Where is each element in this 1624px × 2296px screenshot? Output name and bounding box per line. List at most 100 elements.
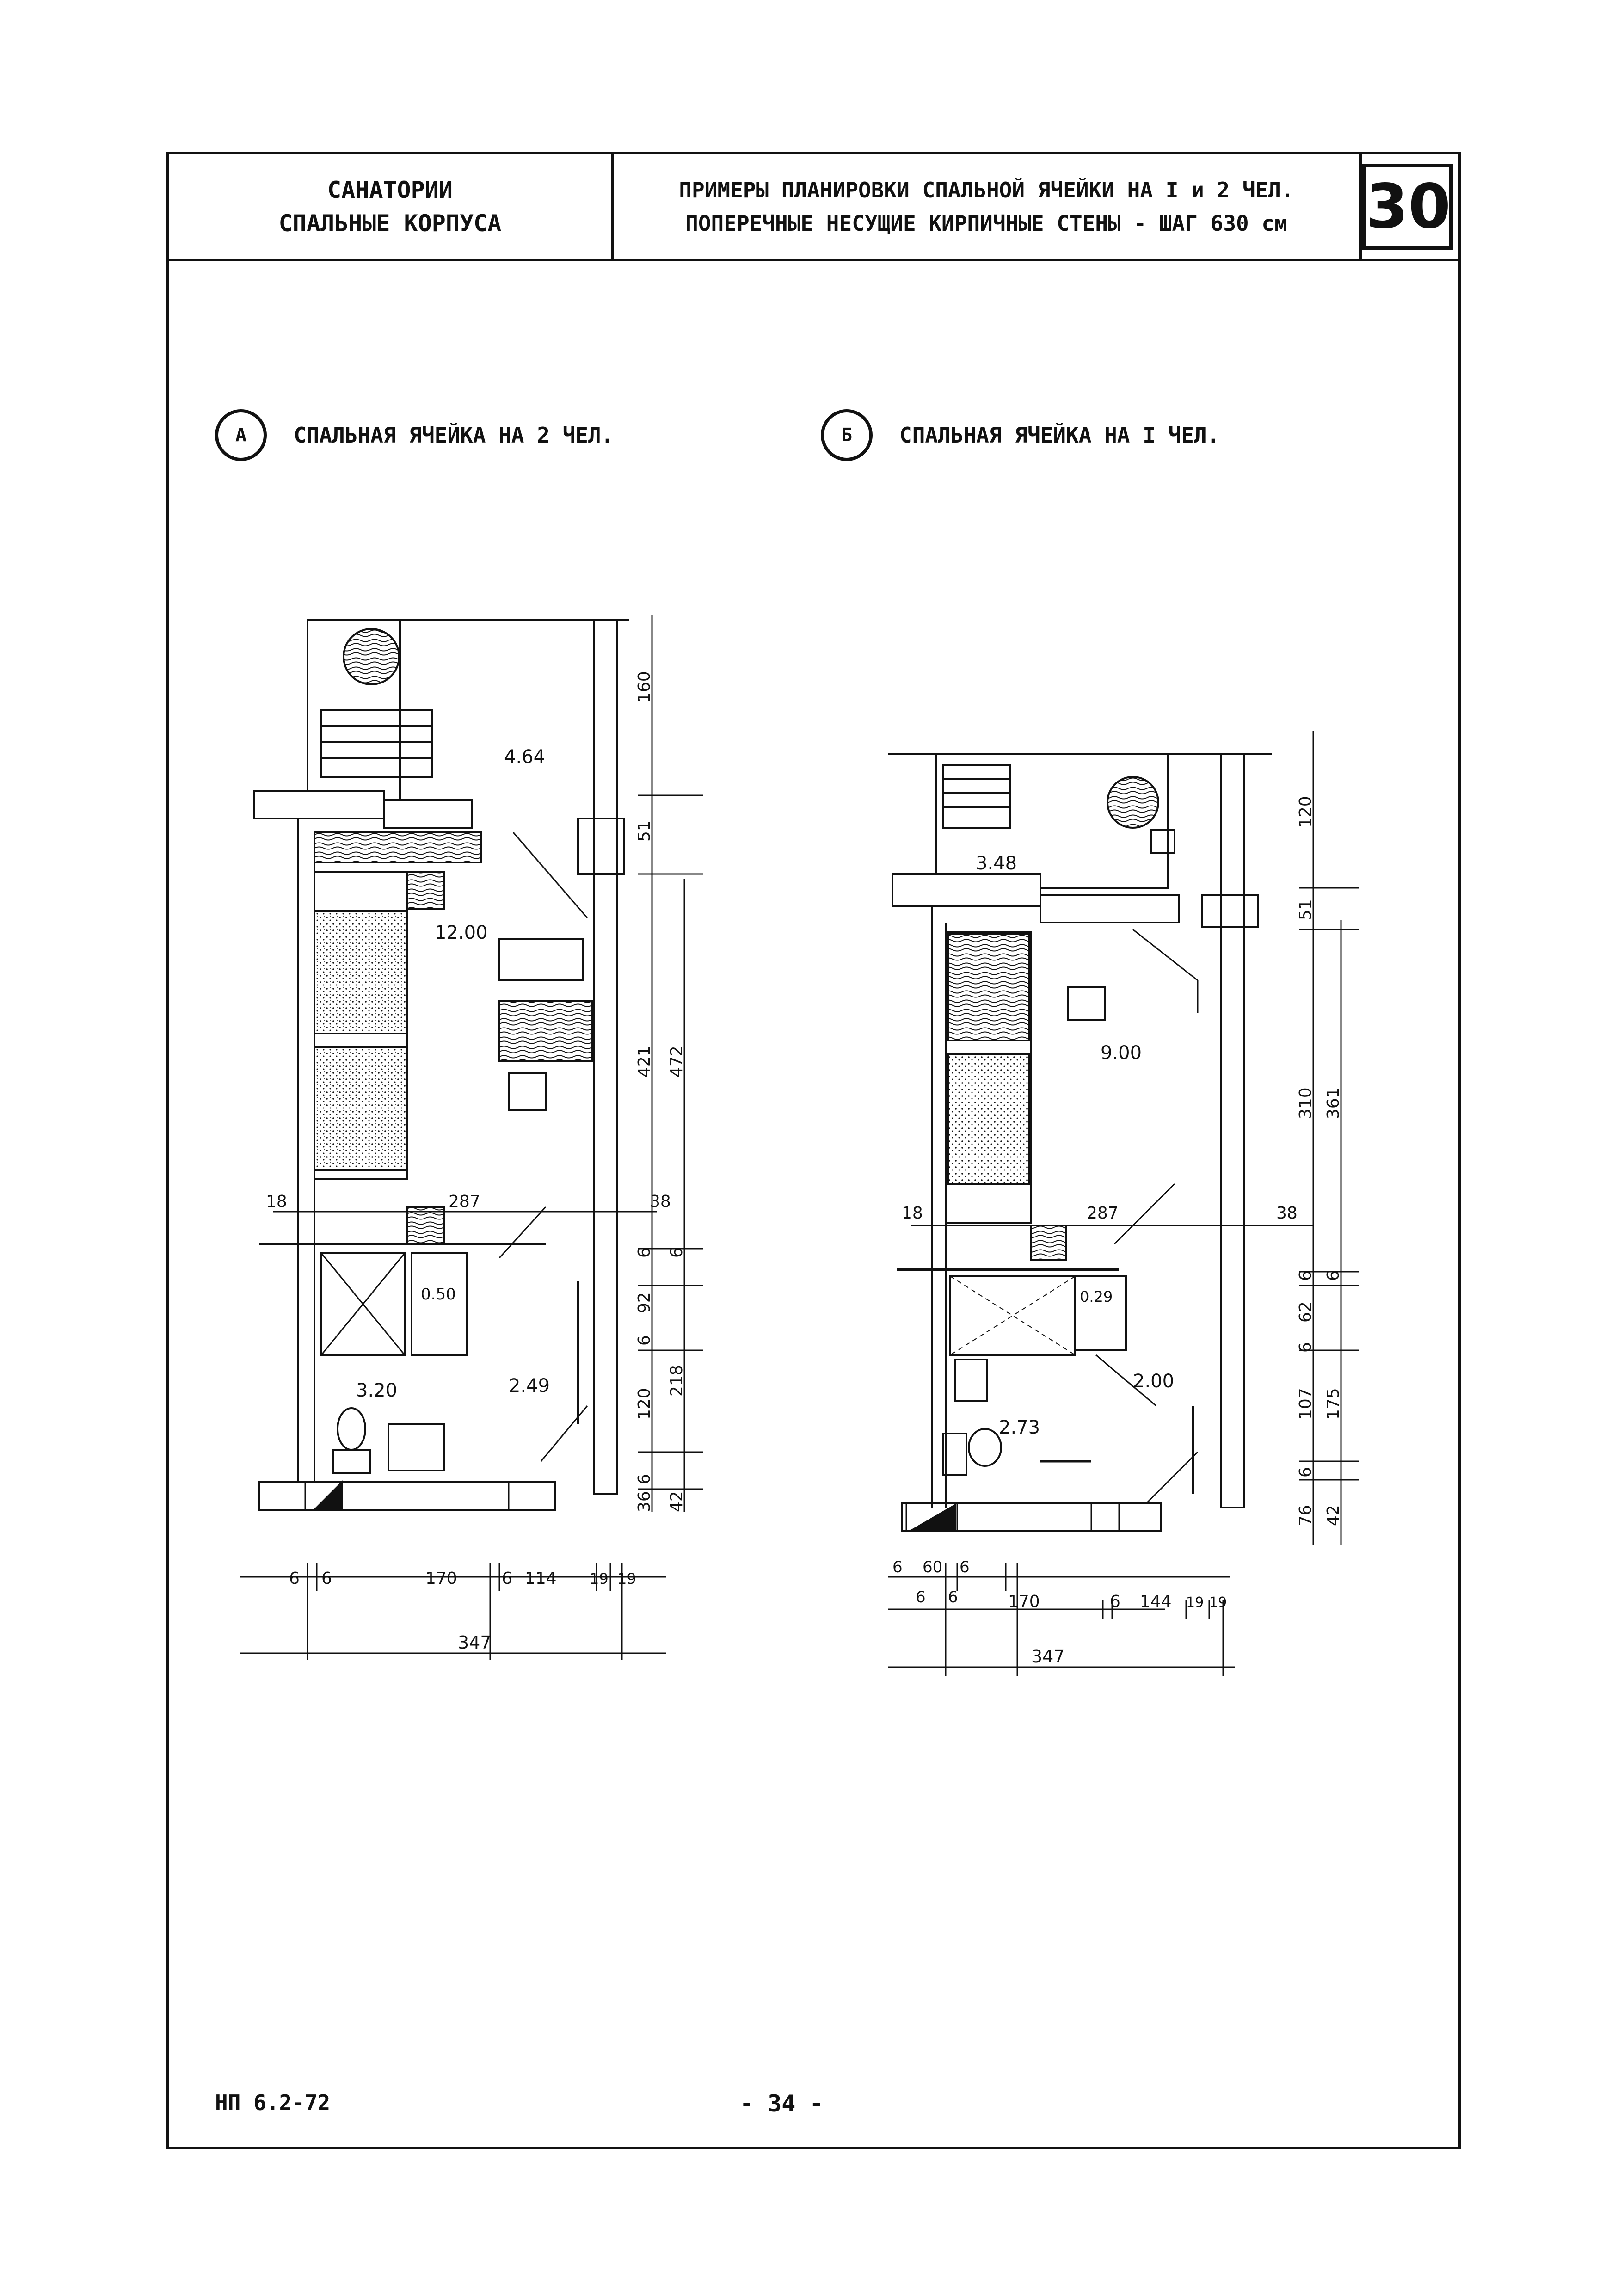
desk-a: [498, 1000, 593, 1062]
dim-b-76: 76: [1296, 1505, 1315, 1526]
room-a-left-wall: [297, 819, 315, 1482]
title-block: САНАТОРИИ СПАЛЬНЫЕ КОРПУСА ПРИМЕРЫ ПЛАНИ…: [169, 154, 1458, 261]
dim-b-b170: 170: [1008, 1592, 1040, 1611]
dim-a-b19b: 19: [617, 1570, 636, 1588]
dim-lines-b: [1312, 731, 1342, 1545]
plan-b-title: СПАЛЬНАЯ ЯЧЕЙКА НА I ЧЕЛ.: [899, 423, 1220, 448]
lounger-a: [320, 709, 433, 778]
document-code: НП 6.2-72: [215, 2090, 331, 2115]
toilet-b: [968, 1428, 1002, 1467]
dim-b-42: 42: [1324, 1505, 1343, 1526]
dim-b-b144: 144: [1140, 1592, 1172, 1611]
title-block-center: ПРИМЕРЫ ПЛАНИРОВКИ СПАЛЬНОЙ ЯЧЕЙКИ НА I …: [614, 154, 1362, 259]
lounger-b: [942, 764, 1011, 829]
dim-a-51: 51: [635, 820, 654, 842]
dim-a-6d: 6: [635, 1474, 654, 1484]
sheet-number-box: 30: [1356, 154, 1458, 259]
closet-b: [1074, 1275, 1127, 1351]
dim-a-42: 42: [667, 1491, 686, 1512]
area-closet-b: 0.29: [1080, 1288, 1113, 1305]
bed-b: [945, 931, 1032, 1224]
round-table-a: [343, 628, 400, 685]
sheet-frame: САНАТОРИИ СПАЛЬНЫЕ КОРПУСА ПРИМЕРЫ ПЛАНИ…: [166, 152, 1461, 2149]
area-hall-b: 2.00: [1133, 1371, 1174, 1392]
dim-b-top6d: 6: [948, 1588, 958, 1607]
dim-a-38: 38: [650, 1192, 671, 1211]
dim-b-top6a: 6: [892, 1558, 903, 1576]
dim-a-6b: 6: [667, 1247, 686, 1258]
sheet-number: 30: [1362, 163, 1453, 250]
dim-a-421: 421: [635, 1046, 654, 1077]
dim-lines-a: [651, 615, 685, 1512]
balcony-b-outline: [935, 753, 1169, 889]
area-balcony-b: 3.48: [976, 853, 1017, 874]
area-closet-a: 0.50: [421, 1285, 456, 1304]
dim-a-472: 472: [667, 1046, 686, 1077]
dim-b-51: 51: [1296, 899, 1315, 920]
plan-a-drawing: 4.64 12.00 3.20 2.49 0.50 18 287 38 170 …: [240, 615, 703, 1660]
dim-b-38: 38: [1276, 1204, 1298, 1223]
dim-b-287: 287: [1087, 1204, 1119, 1223]
chair-a-1: [498, 938, 584, 981]
dim-a-120: 120: [635, 1388, 654, 1420]
dim-a-36: 36: [635, 1491, 654, 1512]
dim-b-310: 310: [1296, 1087, 1315, 1119]
sheet-title-line1: ПРИМЕРЫ ПЛАНИРОВКИ СПАЛЬНОЙ ЯЧЕЙКИ НА I …: [679, 177, 1294, 203]
bearing-wall-b: [1220, 753, 1245, 1508]
area-hall-a: 2.49: [509, 1375, 550, 1397]
dim-b-62: 62: [1296, 1301, 1315, 1323]
toilet-a: [337, 1407, 366, 1451]
dim-a-92: 92: [635, 1292, 654, 1313]
bottom-strip-b: [901, 1502, 1162, 1532]
wardrobe-b: [1040, 894, 1180, 923]
pier-a: [577, 818, 625, 875]
plan-b-caption: Б СПАЛЬНАЯ ЯЧЕЙКА НА I ЧЕЛ.: [821, 409, 1219, 461]
chair-a-2: [508, 1072, 547, 1111]
shower-a: [320, 1252, 406, 1356]
bearing-wall-a: [593, 619, 618, 1495]
dim-a-total: 347: [458, 1632, 492, 1653]
sink-b: [954, 1359, 988, 1402]
closet-a: [411, 1252, 468, 1356]
area-room-b: 9.00: [1101, 1042, 1142, 1064]
dim-b-107: 107: [1296, 1388, 1315, 1420]
plan-a-caption: А СПАЛЬНАЯ ЯЧЕЙКА НА 2 ЧЕЛ.: [215, 409, 614, 461]
dim-b-361: 361: [1324, 1087, 1343, 1119]
wardrobe-a: [314, 831, 482, 863]
dim-b-6b: 6: [1324, 1270, 1343, 1281]
dim-b-top60: 60: [923, 1558, 942, 1576]
dim-bottom-a: [240, 1576, 666, 1654]
dim-a-b6b: 6: [321, 1569, 332, 1588]
category-line1: САНАТОРИИ: [327, 176, 453, 203]
dim-b-120: 120: [1296, 796, 1315, 828]
plan-a-marker: А: [215, 409, 267, 461]
round-table-b: [1107, 776, 1159, 829]
page-number: - 34 -: [740, 2090, 824, 2117]
category-line2: СПАЛЬНЫЕ КОРПУСА: [278, 209, 502, 237]
room-b-left-wall: [931, 906, 947, 1508]
dim-a-b6a: 6: [289, 1569, 300, 1588]
dim-b-18: 18: [902, 1204, 923, 1223]
dim-a-6a: 6: [635, 1247, 654, 1258]
chair-b-balcony: [1150, 829, 1175, 854]
dim-b-top6c: 6: [916, 1588, 926, 1607]
sink-a: [388, 1423, 445, 1471]
dim-b-top6b: 6: [960, 1558, 970, 1576]
chair-b: [1067, 986, 1106, 1021]
dim-a-160: 160: [635, 671, 654, 703]
dim-b-total: 347: [1031, 1646, 1065, 1667]
dim-b-b19a: 19: [1186, 1594, 1204, 1611]
area-room-a: 12.00: [435, 922, 488, 943]
dim-a-218: 218: [667, 1365, 686, 1397]
dim-b-b19b: 19: [1209, 1594, 1227, 1611]
area-balcony-a: 4.64: [504, 746, 545, 768]
dim-a-18: 18: [266, 1192, 287, 1211]
sheet-title-line2: ПОПЕРЕЧНЫЕ НЕСУЩИЕ КИРПИЧНЫЕ СТЕНЫ - ШАГ…: [685, 210, 1287, 236]
slab-a: [253, 790, 385, 819]
dim-a-b170: 170: [425, 1569, 457, 1588]
dim-a-b19a: 19: [590, 1570, 609, 1588]
dim-b-6c: 6: [1296, 1342, 1315, 1353]
plan-b-marker: Б: [821, 409, 873, 461]
plan-b-drawing: 3.48 9.00 2.73 2.00 0.29 18 287 38 6 60 …: [888, 731, 1359, 1676]
slab-b: [892, 873, 1041, 907]
